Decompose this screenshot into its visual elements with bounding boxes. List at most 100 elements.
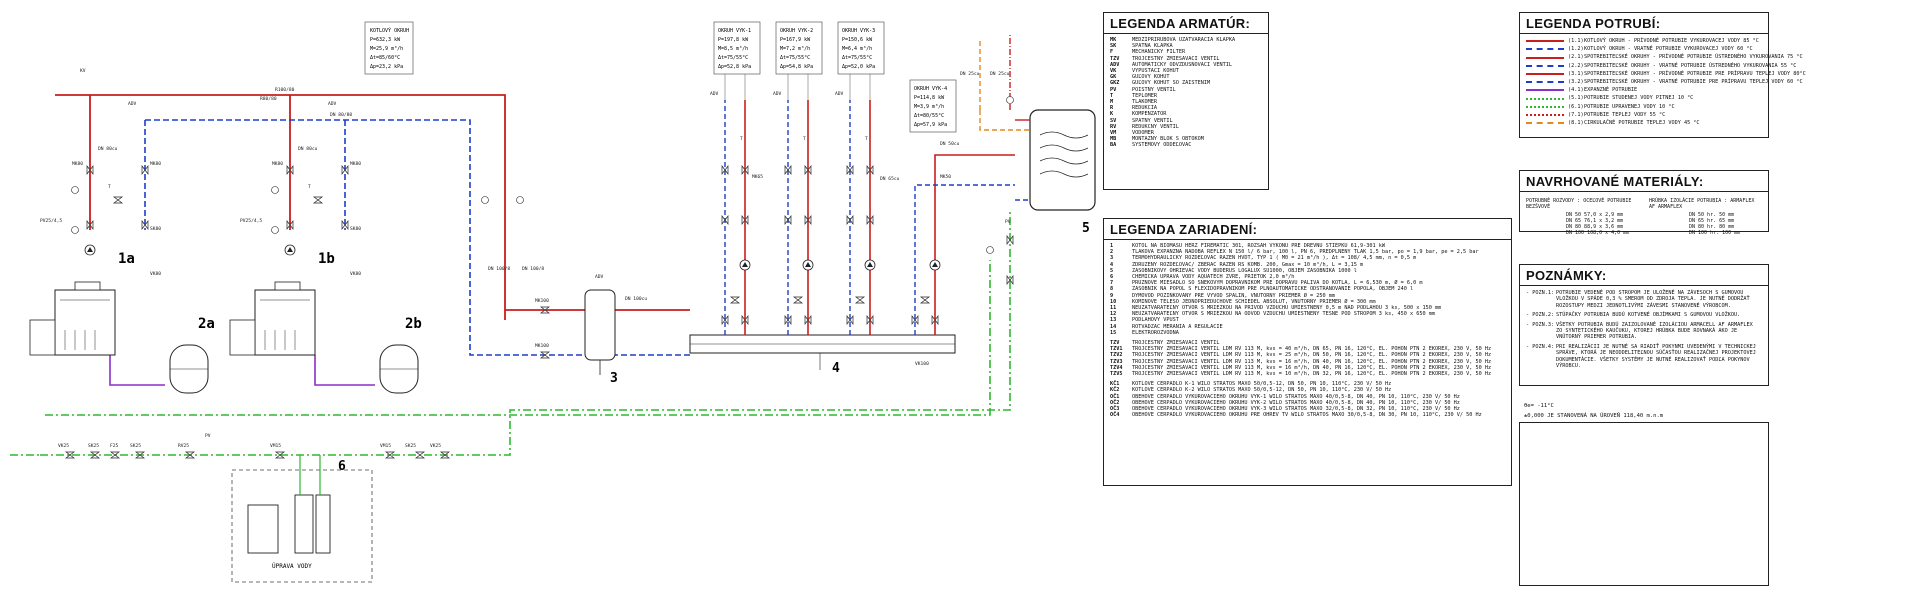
expansion-tank-2b: 2b — [379, 316, 422, 394]
legend-value: OBEHOVÉ ČERPADLO VYKUROVACIEHO OKRUHU VY… — [1132, 399, 1460, 406]
note-item: - POZN.3:VŠETKY POTRUBIA BUDÚ ZAIZOLOVAN… — [1526, 321, 1753, 341]
legend-value: TROJCESTNÝ ZMIEŠAVACÍ VENTIL — [1132, 55, 1220, 62]
svg-text:DN 65cu: DN 65cu — [880, 176, 900, 182]
legend-key: 4 — [1110, 261, 1114, 268]
legend-key: OČ3 — [1110, 406, 1120, 413]
legend-key: 2 — [1110, 249, 1114, 256]
legend-key: T — [1110, 92, 1114, 99]
svg-text:VK80: VK80 — [350, 271, 361, 277]
heating-system-schematic: KOTLOVÝ OKRUH P=632,3 kW M=25,9 m³/h Δt=… — [10, 21, 1096, 583]
legend-value: PODLAHOVÝ VPUST — [1132, 317, 1179, 324]
pipe-description: EXPANZNÉ POTRUBIE — [1584, 87, 1638, 94]
legend-key: 14 — [1110, 323, 1117, 330]
svg-text:PV: PV — [205, 433, 211, 439]
legend-key: 8 — [1110, 286, 1114, 293]
legend-key: 3 — [1110, 255, 1114, 262]
legend-value: OBEHOVÉ ČERPADLO VYKUROVACIEHO OKRUHU VY… — [1132, 393, 1460, 400]
svg-text:ADV: ADV — [595, 274, 604, 280]
pipe-legend-row: (3.1)SPOTREBITEĽSKÉ OKRUHY - PRÍVODNÉ PO… — [1526, 70, 1806, 78]
legend-value: TROJCESTNÝ ZMIEŠAVACÍ VENTIL LDM RV 113 … — [1132, 352, 1492, 359]
pipe-description: SPOTREBITEĽSKÉ OKRUHY - VRATNÉ POTRUBIE … — [1584, 79, 1803, 86]
svg-text:DN 100cu: DN 100cu — [625, 296, 647, 302]
svg-text:ADV: ADV — [835, 91, 844, 97]
svg-text:M=6,4 m³/h: M=6,4 m³/h — [842, 46, 872, 52]
materials-insulation-row: DN 80 hr. 80 mm — [1689, 224, 1735, 230]
legend-key: MB — [1110, 136, 1117, 143]
legend-key: R — [1110, 105, 1114, 112]
legend-key: 11 — [1110, 305, 1117, 312]
legend-key: 10 — [1110, 298, 1117, 305]
consumer-supply-risers — [744, 100, 1015, 335]
svg-text:VK25: VK25 — [58, 443, 69, 449]
legend-key: 12 — [1110, 311, 1117, 318]
legend-value: MONTÁŽNY BLOK S OBTOKOM — [1132, 136, 1204, 143]
legend-key: OČ1 — [1110, 393, 1120, 400]
svg-text:Δp=52,0 kPa: Δp=52,0 kPa — [842, 64, 875, 70]
legend-key: TZV4 — [1110, 364, 1123, 371]
pipe-line-swatch — [1526, 113, 1564, 116]
svg-text:MK100: MK100 — [535, 298, 549, 304]
svg-text:SK25: SK25 — [130, 443, 141, 449]
svg-text:1b: 1b — [318, 251, 335, 267]
svg-text:DN 100/8: DN 100/8 — [522, 266, 544, 272]
legend-value: KOTLOVÉ ČERPADLO K-1 WILO STRATOS MAXO 5… — [1132, 381, 1392, 388]
pipe-code: (7.1) — [1568, 111, 1584, 118]
svg-text:RV25: RV25 — [178, 443, 189, 449]
legend-row: OČ3 OBEHOVÉ ČERPADLO VYKUROVACIEHO OKRUHU… — [1110, 406, 1505, 412]
legend-key: BA — [1110, 142, 1117, 149]
legend-key: KČ1 — [1110, 381, 1120, 388]
svg-text:SK25: SK25 — [405, 443, 416, 449]
pipe-legend-row: (5.1)POTRUBIE STUDENEJ VODY PITNEJ 10 °C — [1526, 94, 1762, 102]
materials-pipe-header: POTRUBNÉ ROZVODY : OCEĽOVÉ POTRUBIE BEZŠ… — [1526, 198, 1632, 210]
svg-text:F25: F25 — [110, 443, 119, 449]
svg-text:DN 50cu: DN 50cu — [940, 141, 960, 147]
legend-key: KČ2 — [1110, 387, 1120, 394]
legend-key: SV — [1110, 117, 1117, 124]
materials-insulation-column: HRÚBKA IZOLÁCIE POTRUBIA : ARMAFLEX AF A… — [1649, 198, 1762, 236]
legend-key: SK — [1110, 43, 1117, 50]
svg-text:VM15: VM15 — [270, 443, 281, 449]
svg-text:P=632,3 kW: P=632,3 kW — [370, 37, 401, 43]
legend-value: TLAKOVÁ EXPANZNÁ NÁDOBA REFLEX N 150 l/ … — [1132, 249, 1479, 256]
legend-key: TZV2 — [1110, 352, 1123, 359]
materials-insulation-row: DN 50 hr. 50 mm — [1689, 212, 1735, 218]
svg-text:6: 6 — [338, 459, 346, 474]
svg-text:MK80: MK80 — [150, 161, 161, 167]
notes-title: POZNÁMKY: — [1520, 265, 1768, 286]
svg-text:VK25: VK25 — [430, 443, 441, 449]
svg-text:1a: 1a — [118, 251, 135, 267]
legend-key: 6 — [1110, 274, 1114, 281]
design-temperature-note: θe= -11°C — [1524, 403, 1554, 409]
svg-text:MK80: MK80 — [72, 161, 83, 167]
legend-key: TZV3 — [1110, 358, 1123, 365]
pipe-description: SPOTREBITEĽSKÉ OKRUHY - VRATNÉ POTRUBIE … — [1584, 62, 1797, 69]
svg-text:Δt=85/60°C: Δt=85/60°C — [370, 55, 400, 61]
svg-text:Δp=23,2 kPa: Δp=23,2 kPa — [370, 64, 403, 70]
legend-key: MK — [1110, 37, 1117, 43]
svg-text:M=7,2 m³/h: M=7,2 m³/h — [780, 46, 810, 52]
pipe-line-swatch — [1526, 40, 1564, 43]
legend-value: TROJCESTNÝ ZMIEŠAVACÍ VENTIL LDM RV 113 … — [1132, 364, 1492, 371]
svg-text:T: T — [308, 184, 311, 190]
pipe-legend-title: LEGENDA POTRUBÍ: — [1520, 13, 1768, 34]
pipe-line-swatch — [1526, 72, 1564, 75]
pipe-line-swatch — [1526, 122, 1564, 125]
svg-text:2b: 2b — [405, 316, 422, 332]
hydraulic-separator-3: 3 — [584, 289, 618, 386]
water-heater-5: 5 — [1029, 109, 1096, 236]
pipe-description: SPOTREBITEĽSKÉ OKRUHY - PRÍVODNÉ POTRUBI… — [1584, 54, 1803, 61]
legend-value: OBEHOVÉ ČERPADLO VYKUROVACIEHO OKRUHU VY… — [1132, 406, 1460, 413]
